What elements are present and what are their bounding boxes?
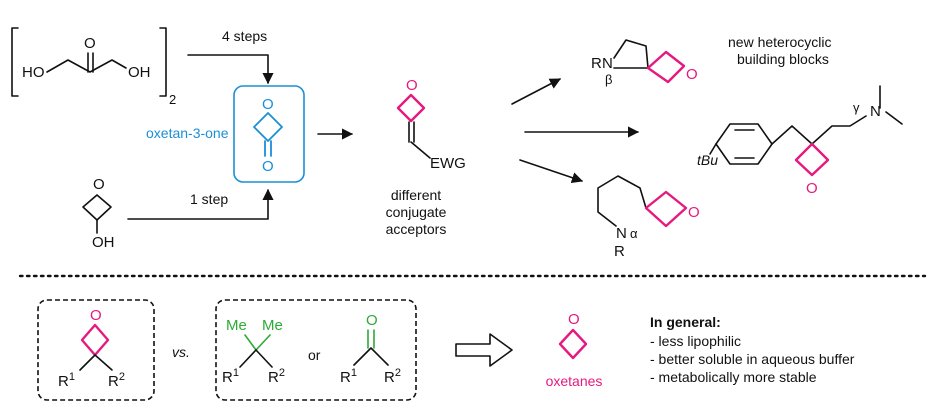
carbonyl-double-bond	[367, 329, 375, 349]
summary-point-2: - better soluble in aqueous buffer	[650, 351, 855, 367]
bracket-left	[11, 27, 19, 97]
oxetanes-label: oxetanes	[546, 373, 603, 389]
p1-n-label: N	[602, 55, 613, 72]
p2-tbu-label: tBu	[697, 152, 718, 168]
arrow-upper-step	[187, 54, 274, 85]
oxetanone-carbonyl-o: O	[262, 158, 274, 175]
oxetane-box-frame	[37, 299, 155, 401]
p1-pyrrolidine-ring	[613, 39, 649, 69]
p3-oxetane-ring	[644, 190, 688, 228]
oxetanone-ring-o: O	[262, 96, 274, 113]
product-spiro-pyrrolidine: R N β O	[591, 39, 698, 87]
p3-r-label: R	[614, 243, 625, 260]
p2-oxetane-ring	[794, 142, 830, 177]
p2-tbu-bond	[709, 143, 717, 155]
arrow-to-piperidine	[519, 159, 584, 184]
p1-caption-line1: new heterocyclic	[728, 34, 832, 50]
dimer-co-double-bond	[87, 52, 94, 73]
p3-n-label: N	[616, 225, 627, 242]
step-lower-label: 1 step	[190, 191, 228, 207]
acceptor-caption-line2: conjugate	[386, 204, 447, 220]
oxetane-analog-box: O R1 R2	[37, 299, 155, 401]
oxetanone-label: oxetan-3-one	[146, 125, 229, 141]
product-spiro-piperidine: N α R O	[597, 175, 700, 260]
acceptor-caption-line1: different	[391, 187, 441, 203]
acceptor-ring-o: O	[406, 77, 418, 94]
acceptor-ewg-label: EWG	[430, 155, 466, 172]
p2-oxetane-o: O	[806, 180, 818, 197]
acceptor-oxetane-ring	[396, 93, 426, 123]
p2-n-methyls	[879, 85, 903, 125]
oxetanone-box: O O	[233, 85, 305, 183]
p1-r-label: R	[591, 55, 602, 72]
gem-r2: R2	[268, 367, 285, 386]
bracket-right	[159, 27, 167, 97]
gem-r1: R1	[222, 367, 239, 386]
oxetan-3-ol: O OH	[82, 176, 115, 251]
plain-oxetane-o: O	[568, 311, 580, 328]
carbonyl-r2: R2	[384, 367, 401, 386]
p3-piperidine-ring	[597, 175, 647, 227]
box-oxetane-substituents	[79, 354, 113, 371]
p2-benzene-double-bonds	[734, 129, 755, 159]
product-aryl-amine: N γ tBu O	[697, 85, 903, 197]
p2-n-label: N	[870, 103, 881, 120]
carbonyl-substituent-bonds	[353, 347, 389, 366]
dimer-subscript: 2	[169, 92, 176, 107]
dimer-carbonyl-o: O	[84, 35, 96, 52]
acceptor-ewg-bond	[410, 141, 431, 159]
p1-caption-line2: building blocks	[737, 51, 829, 67]
summary-heading: In general:	[650, 314, 721, 330]
oxetanol-ring-o: O	[93, 176, 105, 193]
dimer-oh-label: OH	[128, 64, 151, 81]
comparison-box: Me Me R1 R2 or O R1 R2	[215, 299, 417, 401]
p2-benzylic-chain	[771, 125, 813, 145]
p1-beta-label: β	[605, 72, 612, 87]
hollow-implies-arrow	[455, 333, 513, 367]
p2-ethyl-chain	[811, 115, 867, 145]
acceptor-caption-line3: acceptors	[386, 221, 447, 237]
carbonyl-o: O	[366, 312, 378, 329]
summary-point-3: - metabolically more stable	[650, 369, 817, 385]
summary-point-1: - less lipophilic	[650, 333, 741, 349]
vs-label: vs.	[172, 344, 190, 360]
conjugate-acceptor: O EWG different conjugate acceptors	[386, 77, 466, 237]
oxetanol-ring	[82, 194, 112, 221]
p1-oxetane-o: O	[686, 66, 698, 83]
dimer-ho-label: HO	[22, 64, 45, 81]
or-label: or	[308, 347, 321, 363]
step-upper-label: 4 steps	[222, 28, 267, 44]
gem-methyl-bonds	[244, 334, 271, 351]
box-oxetane-r2: R2	[108, 371, 125, 390]
p1-oxetane-ring	[646, 50, 686, 84]
summary-list: In general: - less lipophilic - better s…	[650, 314, 855, 385]
arrow-to-pyrrolidine	[511, 78, 561, 105]
box-oxetane-r1: R1	[58, 371, 75, 390]
oxetanone-frame	[233, 85, 305, 183]
plain-oxetane-ring	[558, 328, 588, 360]
oxetanol-oh-label: OH	[92, 234, 115, 251]
box-oxetane-ring	[80, 323, 110, 357]
oxetanone-carbonyl-bond	[264, 140, 272, 157]
carbonyl-r1: R1	[340, 367, 357, 386]
box-oxetane-o: O	[90, 307, 102, 324]
dihydroxyacetone-dimer: HO OH O 2	[11, 27, 176, 107]
p3-oxetane-o: O	[688, 204, 700, 221]
oxetanone-ring	[253, 112, 283, 142]
oxetane-plain: O oxetanes	[546, 311, 603, 389]
dimer-chain	[46, 59, 127, 73]
p3-alpha-label: α	[630, 226, 638, 241]
arrow-lower-step	[127, 188, 274, 220]
acceptor-exo-double-bond	[408, 121, 415, 143]
gem-me-left: Me	[226, 317, 247, 334]
gem-me-right: Me	[262, 317, 283, 334]
comparison-box-frame	[215, 299, 417, 401]
gem-substituent-bonds	[239, 349, 273, 368]
p2-gamma-label: γ	[853, 100, 860, 115]
